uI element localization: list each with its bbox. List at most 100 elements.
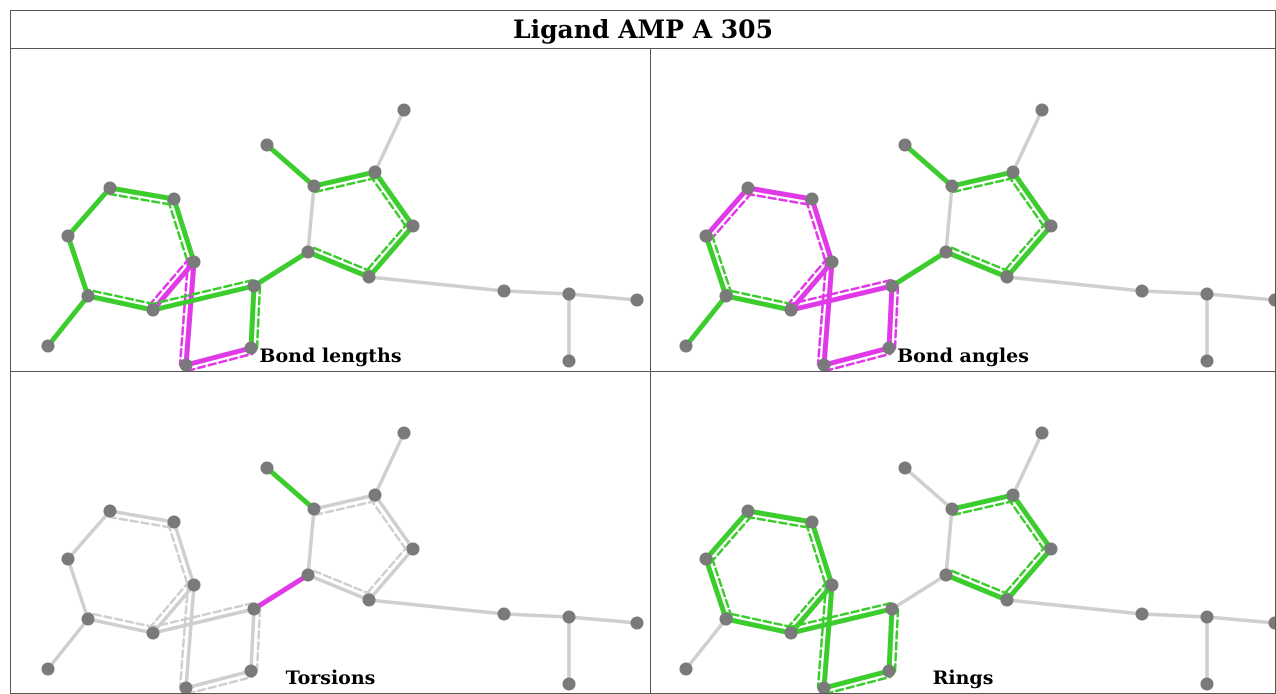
bond-tail xyxy=(567,292,639,302)
atom-a1 xyxy=(61,229,75,243)
bond-a7-a8 xyxy=(821,668,892,693)
atom-a11 xyxy=(939,245,953,259)
atom-a18 xyxy=(497,607,511,621)
bond-a6-a10 xyxy=(46,617,90,671)
atom-a5 xyxy=(146,303,160,317)
bond-a5-a6 xyxy=(85,288,156,313)
atom-a17 xyxy=(1035,103,1049,117)
bond-a9-a11 xyxy=(890,573,948,611)
atom-a9 xyxy=(885,279,899,293)
atom-a2 xyxy=(741,504,755,518)
atom-a17 xyxy=(1035,426,1049,440)
bond-a9-a5 xyxy=(788,278,895,313)
atom-a13 xyxy=(1006,488,1020,502)
atom-a13 xyxy=(368,165,382,179)
atom-a7 xyxy=(179,358,193,371)
atom-a2 xyxy=(103,504,117,518)
bond-a6-a1 xyxy=(703,555,733,622)
atom-a17 xyxy=(397,103,411,117)
atom-a7 xyxy=(817,358,831,371)
atom-a4 xyxy=(187,255,201,269)
bond-a13-a14 xyxy=(1006,492,1054,554)
bond-a4-a7 xyxy=(816,259,835,368)
bond-tail xyxy=(567,615,639,625)
bond-a14-a15 xyxy=(363,220,416,280)
atom-x1 xyxy=(562,354,576,368)
atom-a14 xyxy=(406,542,420,556)
bond-a1-a2 xyxy=(703,185,754,242)
atom-a9 xyxy=(247,279,261,293)
atom-a3 xyxy=(805,515,819,529)
bond-a6-a1 xyxy=(66,557,90,621)
bond-a15-a18 xyxy=(367,275,506,293)
bond-a12-a13 xyxy=(949,492,1016,517)
atom-x1 xyxy=(562,677,576,691)
bond-a15-a11 xyxy=(305,245,373,280)
atom-a11 xyxy=(301,245,315,259)
atom-a3 xyxy=(805,192,819,206)
atom-x2 xyxy=(1268,616,1275,630)
atom-a15 xyxy=(362,593,376,607)
bond-tail xyxy=(1205,615,1275,625)
bond-tail xyxy=(1205,292,1275,302)
bond-a18-a19 xyxy=(1140,612,1209,619)
bond-a4-a7 xyxy=(178,583,196,690)
bond-a9-a11 xyxy=(251,572,311,612)
bond-a15-a11 xyxy=(943,245,1011,280)
bond-a8-a9 xyxy=(886,283,900,351)
atom-a10 xyxy=(41,339,55,353)
bond-a12-a16 xyxy=(902,142,955,189)
atom-a5 xyxy=(784,303,798,317)
bond-a3-a4 xyxy=(167,520,196,589)
atom-a13 xyxy=(1006,165,1020,179)
bond-a11-a12 xyxy=(944,184,954,254)
atom-a11 xyxy=(939,568,953,582)
bond-a11-a12 xyxy=(306,184,316,254)
bond-a18-a19 xyxy=(502,612,571,619)
bond-a11-a12 xyxy=(306,507,316,577)
bond-a5-a6 xyxy=(723,288,794,313)
atom-a5 xyxy=(146,626,160,640)
bond-a5-a6 xyxy=(723,611,794,636)
atom-a10 xyxy=(679,339,693,353)
bond-a12-a16 xyxy=(903,466,954,511)
bond-a3-a4 xyxy=(167,196,197,266)
bond-a15-a18 xyxy=(367,598,506,616)
caption-torsions: Torsions xyxy=(285,667,376,689)
atom-a8 xyxy=(244,664,258,678)
atom-a10 xyxy=(41,662,55,676)
atom-a9 xyxy=(885,602,899,616)
bond-a14-a15 xyxy=(1001,220,1054,280)
bond-a6-a10 xyxy=(683,293,729,349)
bond-a14-a15 xyxy=(363,543,415,602)
molecule-rings xyxy=(679,426,1275,693)
bond-a2-a3 xyxy=(107,185,177,207)
atom-a19 xyxy=(562,287,576,301)
atom-a3 xyxy=(167,192,181,206)
caption-bond-angles: Bond angles xyxy=(897,345,1029,367)
panel-bond-lengths: Bond lengths xyxy=(11,49,651,372)
atom-x2 xyxy=(1268,293,1275,307)
atom-a6 xyxy=(719,612,733,626)
bond-a2-a3 xyxy=(107,509,176,530)
bond-a9-a5 xyxy=(788,601,895,636)
atom-a14 xyxy=(1044,542,1058,556)
bond-a9-a11 xyxy=(251,249,311,289)
atom-a18 xyxy=(1135,607,1149,621)
bond-a18-a19 xyxy=(502,289,571,296)
bond-a6-a1 xyxy=(65,233,91,299)
atom-a6 xyxy=(719,289,733,303)
bond-a13-a17 xyxy=(1011,108,1044,174)
bond-a7-a8 xyxy=(821,345,892,371)
bond-a6-a10 xyxy=(45,293,91,349)
atom-a12 xyxy=(945,502,959,516)
atom-a9 xyxy=(247,602,261,616)
atom-x1 xyxy=(1200,677,1214,691)
ligand-figure: Ligand AMP A 305 Bond lengths Bond angle… xyxy=(10,10,1276,694)
atom-a16 xyxy=(898,138,912,152)
atom-a19 xyxy=(562,610,576,624)
bond-a12-a13 xyxy=(312,493,378,517)
atom-a6 xyxy=(81,289,95,303)
panel-bond-angles: Bond angles xyxy=(651,49,1275,372)
bond-a2-a3 xyxy=(745,508,815,530)
